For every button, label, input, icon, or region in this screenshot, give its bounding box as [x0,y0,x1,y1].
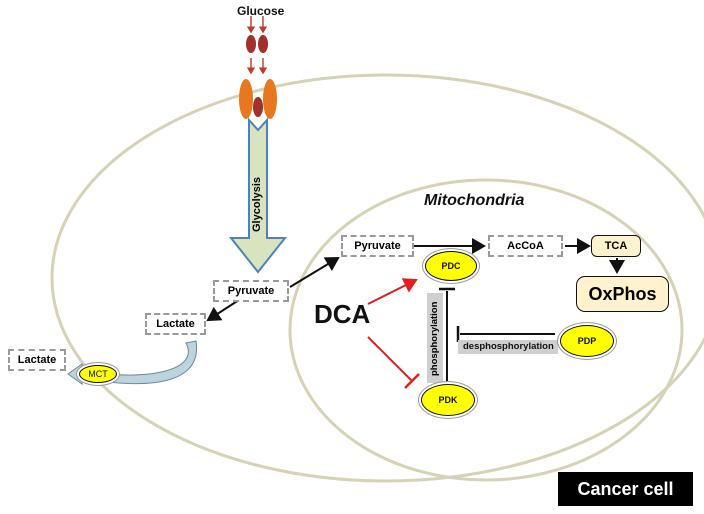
transporter-glucose [253,97,263,117]
glucose-molecule-left [246,35,256,53]
pdp-enzyme: PDP [560,325,614,357]
glucose-label: Glucose [237,4,285,18]
dca-inhibits-pdk-bar [404,373,420,389]
oxphos-box: OxPhos [576,276,669,312]
desphosphorylation-label: desphosphorylation [463,341,554,352]
lactate-intracellular-box: Lactate [145,313,206,335]
tca-box: TCA [591,235,641,257]
phosphorylation-label: phosphorylation [429,301,440,376]
mitochondria-label: Mitochondria [424,192,525,209]
pdk-enzyme: PDK [421,384,475,416]
mct-transporter: MCT [79,365,117,383]
glycolysis-label: Glycolysis [251,176,263,232]
pdc-enzyme: PDC [425,251,477,281]
dca-inhibits-pdk-line [367,336,413,382]
transporter-right [263,79,277,119]
accoa-box: AcCoA [488,235,563,257]
glucose-molecule-right [258,35,268,53]
pyruvate-transport-arrow [289,256,340,288]
pyruvate-mito-box: Pyruvate [341,235,414,257]
glycolysis-arrow [228,117,288,274]
desphosphorylation-tag [458,340,558,354]
mitochondria-membrane [288,178,684,482]
phosphorylation-tag [427,293,443,383]
pyruvate-cytosol-box: Pyruvate [213,280,289,302]
lactate-extracellular-box: Lactate [8,349,66,371]
dca-label: DCA [314,299,371,329]
transporter-left [239,79,253,119]
dca-activates-pdc-arrow [367,278,418,305]
cancer-cell-label: Cancer cell [558,472,693,506]
cell-membrane [50,73,704,483]
